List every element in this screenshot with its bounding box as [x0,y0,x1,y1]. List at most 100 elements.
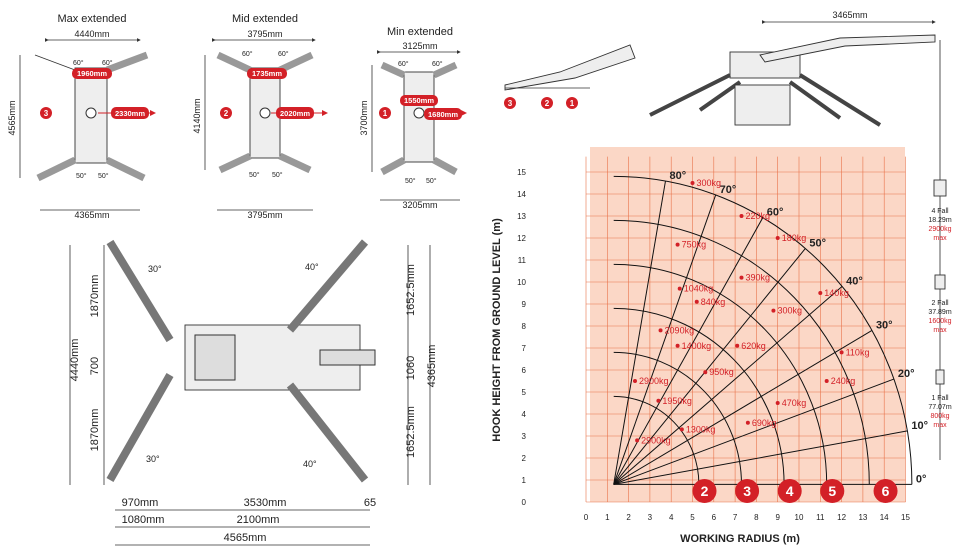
load-label: 2090kg [665,325,695,335]
load-label: 1040kg [684,284,714,294]
hook-label: 77.07m [928,404,952,411]
position-number: 2 [224,109,229,118]
hook-block-2fall: 2 Fall 37.89m 1600kg max [928,274,952,334]
dim: 1080mm [122,514,165,526]
angle: 60° [102,59,113,67]
x-tick-label: 9 [775,513,780,522]
oval-badge [72,68,112,79]
angle: 40° [303,459,317,469]
section-number: 3 [743,483,751,499]
y-tick-label: 3 [522,432,527,441]
load-label: 690kg [752,418,777,428]
reach-arc [613,219,870,485]
angle: 50° [272,171,283,179]
side-dim: 3700mm [359,100,369,135]
position-badge [504,97,516,109]
reach-arc [613,395,700,485]
y-tick-label: 8 [522,322,527,331]
hook-capacity: 2900kg [929,226,952,233]
hook-label: 37.89m [928,309,952,316]
load-point [739,275,744,280]
load-point [677,286,682,291]
y-tick-label: 4 [522,410,527,419]
load-point [735,343,740,348]
outrigger-leg [216,51,252,74]
load-point [839,350,844,355]
oval-badge [400,95,438,106]
position-number: 3 [44,109,49,118]
plan-view: 30° 30° 40° 40° 4440mm 1870mm 700 1870mm… [69,239,438,546]
radius-badge [276,107,314,119]
dim: 1870mm [89,409,101,452]
outrigger-leg [380,61,406,79]
angle-label: 20° [898,368,915,380]
angle: 30° [146,454,160,464]
outrigger-leg [278,51,314,74]
y-tick-label: 0 [522,498,527,507]
load-label: 1400kg [682,341,712,351]
dim: 1060 [405,356,417,380]
angle-label: 40° [846,275,863,287]
x-tick-label: 4 [669,513,674,522]
load-label: 1300kg [686,424,716,434]
position-badge [541,97,553,109]
angle: 60° [242,50,253,58]
y-tick-label: 11 [518,256,527,265]
hook-label: 1 Fall [931,395,949,402]
position-badge [40,107,52,119]
section-badge [820,479,845,503]
outrigger-leg [380,156,406,176]
load-label: 470kg [782,398,807,408]
total-dim: 4565mm [224,532,267,544]
radius-label: 2020mm [280,109,310,118]
x-axis-label: WORKING RADIUS (m) [680,533,800,545]
bottom-dim: 3795mm [247,210,282,220]
y-axis-label: HOOK HEIGHT FROM GROUND LEVEL (m) [491,218,503,442]
section-badge [692,479,717,503]
oval-label: 1735mm [252,69,282,78]
boom-angle-labels: 80°70°60°50°40°30°20°10°0° [669,170,928,485]
load-label: 220kg [745,211,770,221]
load-point [694,299,699,304]
width-dim: 3465mm [832,10,867,20]
x-tick-label: 15 [901,513,910,522]
angle-ray [613,329,873,485]
load-label: 2900kg [639,376,669,386]
load-point [679,427,684,432]
hook-capacity: max [933,422,947,429]
angle: 50° [426,177,437,185]
angle-ray [613,378,895,485]
hook-capacity: max [933,235,947,242]
angle-label: 60° [767,207,784,219]
x-tick-label: 5 [690,513,695,522]
title: Min extended [387,26,453,38]
load-label: 240kg [831,376,856,386]
hook-label: 4 Fall [931,208,949,215]
outrigger-leg [286,382,369,483]
dim: 700 [89,357,101,375]
load-label: 390kg [745,273,770,283]
left-total-dim: 4440mm [69,339,81,382]
position-badge [379,107,391,119]
section-number: 4 [786,483,794,499]
radius-badge [424,108,462,120]
load-label: 840kg [701,297,726,307]
outrigger-leg [286,239,369,333]
load-point [824,379,829,383]
load-label: 620kg [741,341,766,351]
dim: 1652.5mm [405,406,417,458]
y-tick-label: 1 [522,476,527,485]
angle: 50° [249,171,260,179]
bottom-dim: 3205mm [402,200,437,210]
radius-label: 2330mm [115,109,145,118]
angle: 60° [278,50,289,58]
angle-label: 10° [911,420,928,432]
load-point [690,181,695,185]
dim: 1652.5mm [405,264,417,316]
top-dim: 3795mm [247,29,282,39]
right-total-dim: 4365mm [426,345,438,388]
x-tick-label: 7 [733,513,738,522]
